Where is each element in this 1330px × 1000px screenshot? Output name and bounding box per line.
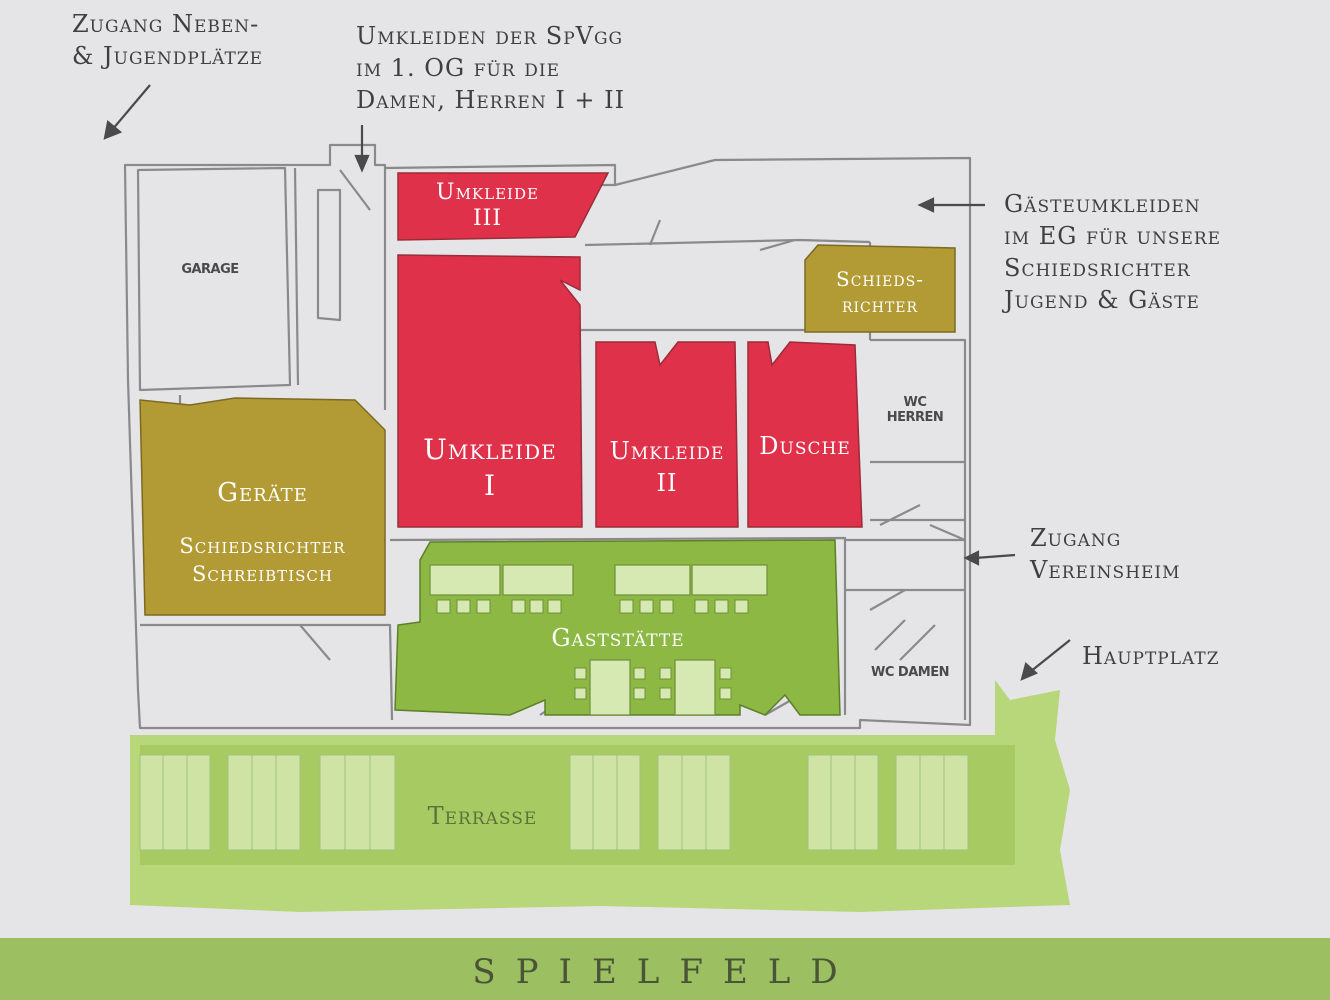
room-dusche: Dusche (759, 432, 851, 460)
arrow-vereinsheim (974, 553, 1016, 560)
building-outline (123, 143, 972, 730)
label-gaesteumkleiden: Gästeumkleiden im EG für unsere Schiedsr… (1004, 190, 1222, 314)
label-zugang-neben: Zugang Neben- & Jugendplätze (72, 10, 264, 70)
footer-spielfeld: SPIELFELD (472, 952, 858, 992)
umkleide-2-room (595, 341, 739, 528)
right-wing-walls (845, 338, 967, 720)
arrows (103, 84, 1071, 681)
bench-slats (162, 755, 945, 850)
arrowhead-umkleiden-og-icon (354, 154, 370, 173)
arrowhead-vereinsheim-icon (963, 550, 980, 566)
arrow-hauptplatz (1029, 639, 1071, 673)
corridor-walls (383, 168, 872, 410)
room-umkleide-1: Umkleide I (423, 433, 557, 502)
arrowhead-gaeste-icon (917, 197, 935, 213)
lower-rooms (140, 536, 847, 721)
room-gaststaette: Gaststätte (551, 624, 685, 652)
dusche-room (747, 341, 863, 528)
gaststaette-chairs (436, 599, 749, 700)
room-geraete: Geräte (217, 478, 308, 508)
room-umkleide-2: Umkleide II (609, 437, 725, 497)
schiedsrichter-room (804, 244, 956, 333)
label-hauptplatz: Hauptplatz (1082, 642, 1220, 670)
room-umkleide-3: Umkleide III (436, 180, 539, 231)
umkleide-1-room (397, 254, 583, 528)
room-schiedsrichter: Schieds- richter (836, 267, 924, 317)
geraete-room (139, 397, 386, 616)
garage-walls (136, 166, 292, 392)
arrowhead-zugang-neben-icon (103, 119, 123, 140)
footer-bar (0, 938, 1330, 1000)
label-umkleiden-og: Umkleiden der SpVgg im 1. OG für die Dam… (356, 22, 626, 114)
gaststaette-tables (429, 564, 768, 716)
stair-corridor (293, 167, 342, 386)
room-geraete-sub: Schiedsrichter Schreibtisch (179, 534, 346, 586)
arrow-zugang-neben (111, 84, 151, 131)
umkleide-3-room (397, 172, 610, 241)
arrowhead-hauptplatz-icon (1020, 661, 1039, 681)
room-garage: GARAGE (181, 262, 239, 277)
room-wc-herren: WC HERREN (886, 395, 944, 425)
room-terrasse: Terrasse (427, 802, 538, 830)
label-zugang-vereinsheim: Zugang Vereinsheim (1030, 524, 1181, 584)
terrasse-benches (139, 754, 969, 851)
room-wc-damen: WC DAMEN (871, 665, 949, 680)
